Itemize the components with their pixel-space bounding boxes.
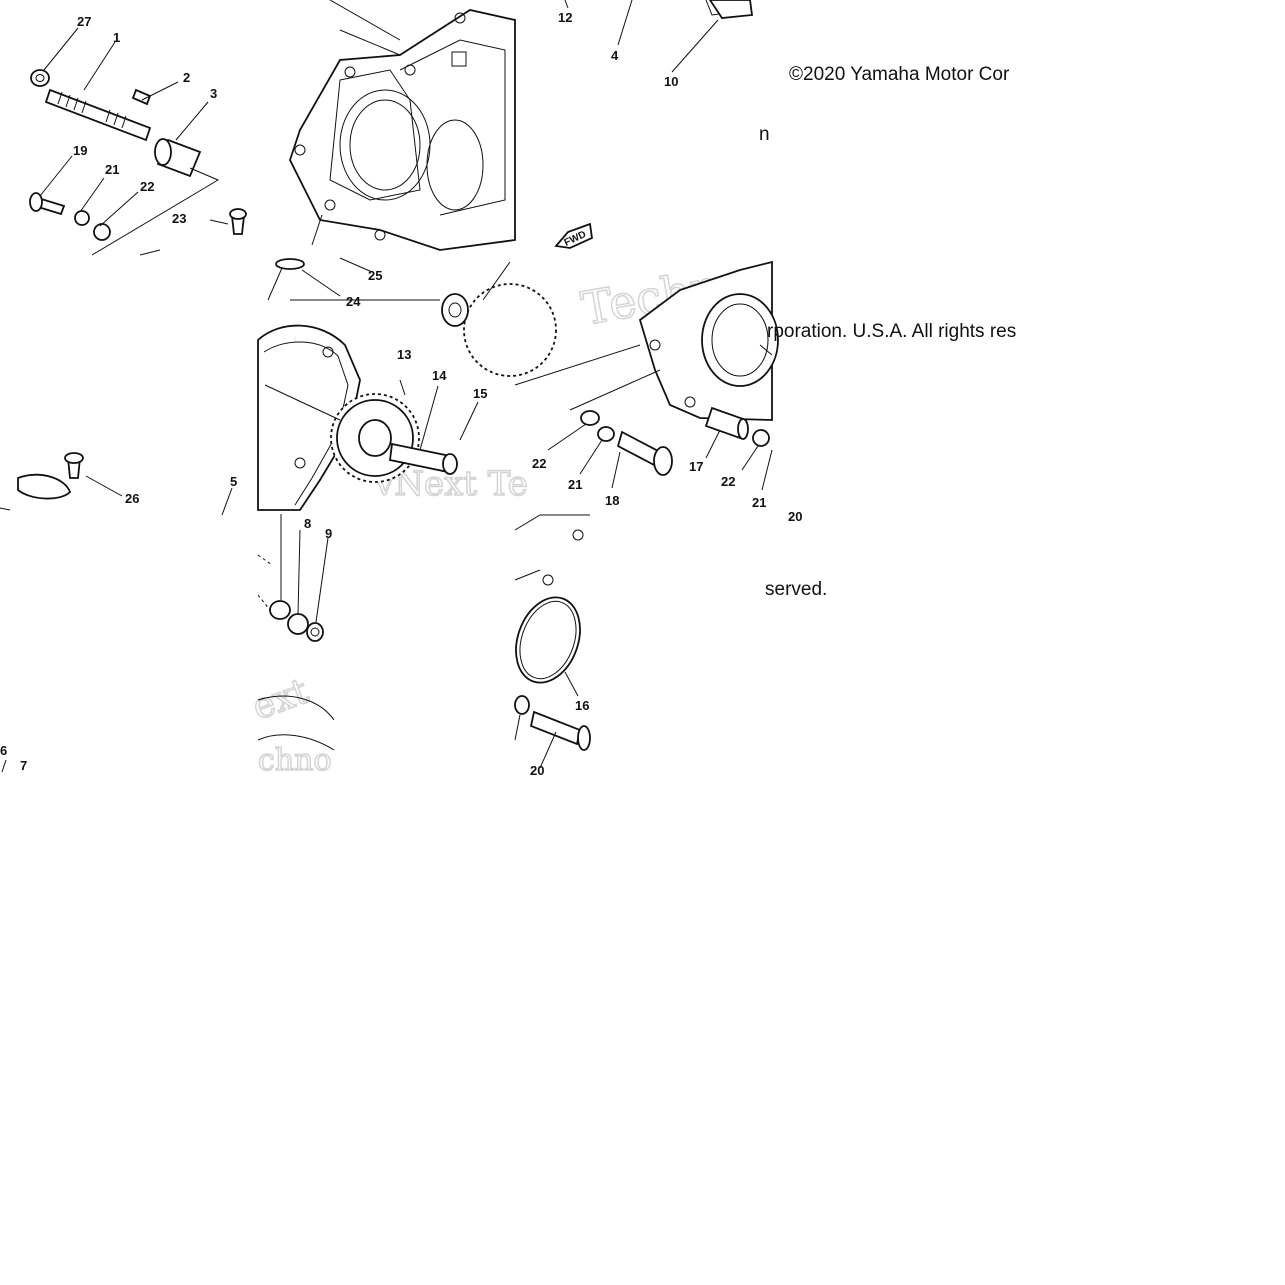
- callout-number: 20: [788, 509, 802, 524]
- copyright-line-2: rporation. U.S.A. All rights res: [767, 321, 1016, 342]
- callout-number: 12: [558, 10, 572, 25]
- tile-washers: 8 9: [257, 514, 335, 751]
- callout-number: 22: [140, 179, 154, 194]
- bolt-part-20: [529, 710, 582, 746]
- callout-number: 22: [532, 456, 546, 471]
- washer-part-27: [30, 69, 50, 87]
- tile-cover-assembly: 22 21 18 17 22 21 20: [514, 260, 802, 524]
- callout-number: 7: [20, 758, 27, 773]
- callout-number: 17: [689, 459, 703, 474]
- tile-gear-assembly: 24 13 14 15: [257, 258, 557, 511]
- callout-number: 20: [530, 763, 544, 778]
- callout-number: 24: [346, 294, 361, 309]
- callout-number: 3: [210, 86, 217, 101]
- callout-number: 15: [473, 386, 487, 401]
- callout-number: 27: [77, 14, 91, 29]
- gasket-part: [257, 324, 361, 511]
- copyright-line-3: served.: [765, 579, 827, 600]
- washer-part-8: [287, 613, 309, 635]
- washer-part: [514, 695, 530, 715]
- nut-part-9: [306, 622, 324, 642]
- callout-number: 5: [230, 474, 237, 489]
- bearing-part: [441, 293, 469, 327]
- fwd-arrow-icon: FWD: [554, 222, 593, 249]
- washer-part-22: [752, 429, 770, 447]
- callout-number: 4: [611, 48, 619, 63]
- tile-bottom-left: 6 7: [0, 743, 27, 773]
- copyright-fragment: n: [759, 124, 770, 145]
- callout-number: 14: [432, 368, 447, 383]
- tile-screw-26: 26 5: [0, 452, 237, 516]
- washer-part-21: [597, 426, 615, 442]
- callout-number: 21: [105, 162, 119, 177]
- callout-number: 10: [664, 74, 678, 89]
- callout-number: 16: [575, 698, 589, 713]
- oring-part-16: [515, 596, 581, 684]
- gasket-part: [17, 474, 72, 500]
- tile-oring: 16 20: [514, 514, 591, 778]
- washer-part: [269, 600, 291, 620]
- callout-number: 19: [73, 143, 87, 158]
- callout-number: 26: [125, 491, 139, 506]
- callout-number: 1: [113, 30, 120, 45]
- callout-number: 25: [368, 268, 382, 283]
- tile-case-cover: 25: [289, 0, 516, 283]
- callout-number: 21: [568, 477, 582, 492]
- tile-shaft-assembly: 27 1 2 3 19 21 22 23: [29, 14, 247, 256]
- callout-number: 22: [721, 474, 735, 489]
- callout-number: 8: [304, 516, 311, 531]
- callout-number: 9: [325, 526, 332, 541]
- callout-number: 6: [0, 743, 7, 758]
- washer-part-22: [93, 223, 111, 241]
- washer-part-21: [74, 210, 90, 226]
- callout-number: 13: [397, 347, 411, 362]
- callout-number: 23: [172, 211, 186, 226]
- shaft-part-1: [44, 88, 152, 142]
- washer-part-22: [580, 410, 600, 426]
- callout-number: 2: [183, 70, 190, 85]
- copyright-line-1: ©2020 Yamaha Motor Cor: [789, 64, 1010, 85]
- oring-part-24: [275, 258, 305, 270]
- watermark-text: chno: [258, 743, 332, 778]
- pin-part-2: [131, 88, 152, 106]
- callout-number: 21: [752, 495, 766, 510]
- tile-cover-top: 12 4 10 FWD n: [554, 0, 770, 249]
- gear-part-13: [330, 393, 420, 483]
- callout-number: 18: [605, 493, 619, 508]
- case-cover-part-25: [289, 9, 516, 251]
